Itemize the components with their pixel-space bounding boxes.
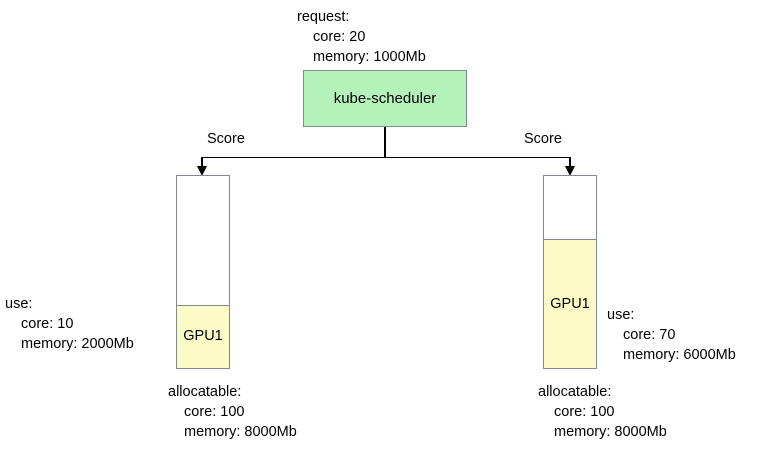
request-core: core: 20 (313, 29, 366, 45)
use-heading-right: use: (607, 307, 635, 323)
kube-scheduler-label: kube-scheduler (333, 90, 437, 107)
use-core-left: core: 10 (21, 316, 74, 332)
allocatable-memory-right: memory: 8000Mb (554, 424, 667, 440)
right-arrow-stem (569, 157, 571, 168)
node-bar-left[interactable]: GPU1 (176, 175, 230, 369)
right-arrowhead-icon (564, 166, 575, 176)
kube-scheduler-box[interactable]: kube-scheduler (303, 70, 467, 127)
use-block-right: use: core: 70 memory: 6000Mb (607, 305, 736, 365)
node-bar-label-left: GPU1 (183, 328, 223, 345)
scheduler-branch-line (201, 156, 571, 159)
allocatable-heading-left: allocatable: (168, 384, 242, 400)
use-memory-right: memory: 6000Mb (623, 347, 736, 363)
node-used-region-left: GPU1 (177, 304, 229, 368)
allocatable-core-left: core: 100 (184, 404, 245, 420)
request-memory: memory: 1000Mb (313, 49, 426, 65)
allocatable-block-right: allocatable: core: 100 memory: 8000Mb (538, 382, 667, 442)
use-heading-left: use: (5, 296, 33, 312)
use-block-left: use: core: 10 memory: 2000Mb (5, 294, 134, 354)
allocatable-block-left: allocatable: core: 100 memory: 8000Mb (168, 382, 297, 442)
score-label-left: Score (207, 131, 245, 147)
request-spec-block: request: core: 20 memory: 1000Mb (297, 7, 426, 67)
allocatable-memory-left: memory: 8000Mb (184, 424, 297, 440)
request-heading: request: (297, 9, 350, 25)
left-arrow-stem (201, 157, 203, 168)
scheduler-stem-line (384, 127, 386, 158)
allocatable-core-right: core: 100 (554, 404, 615, 420)
score-label-right: Score (524, 131, 562, 147)
use-core-right: core: 70 (623, 327, 676, 343)
node-used-region-right: GPU1 (544, 239, 596, 368)
use-memory-left: memory: 2000Mb (21, 336, 134, 352)
node-bar-label-right: GPU1 (550, 295, 590, 312)
allocatable-heading-right: allocatable: (538, 384, 612, 400)
left-arrowhead-icon (196, 166, 207, 176)
node-bar-right[interactable]: GPU1 (543, 175, 597, 369)
